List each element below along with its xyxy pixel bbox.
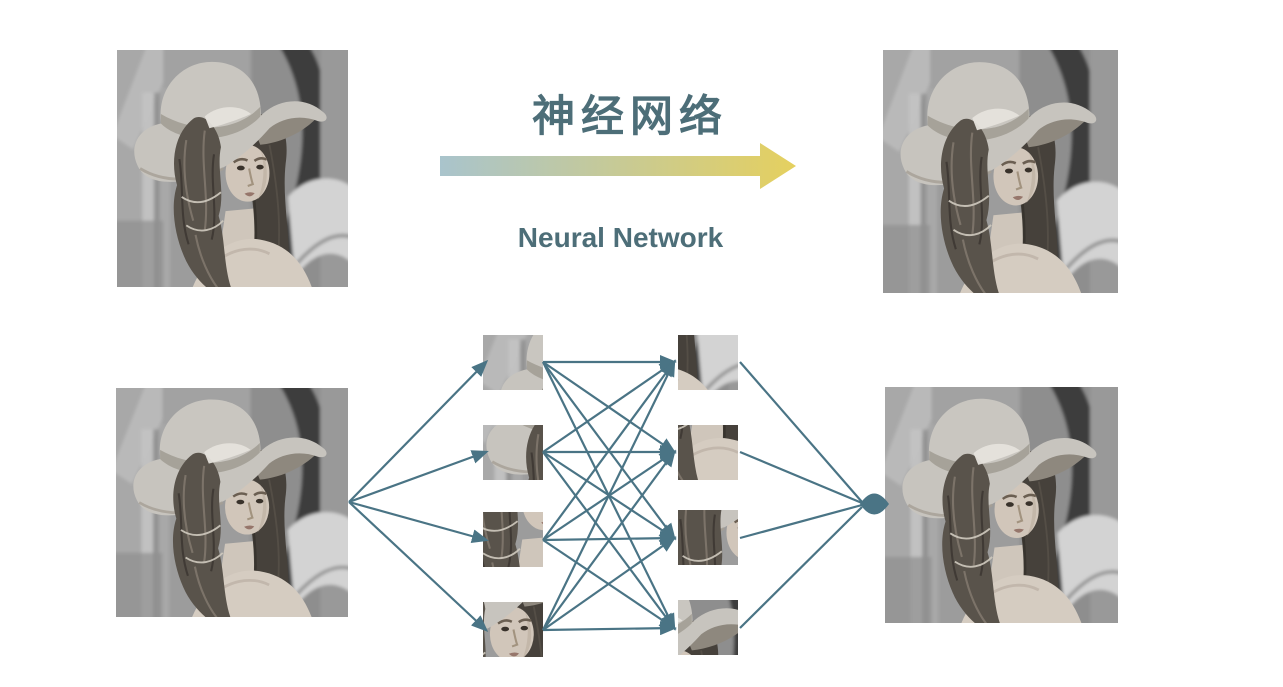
patch-left-1 <box>483 335 543 390</box>
lena-crop-image <box>483 335 543 390</box>
lena-crop-image <box>483 425 543 480</box>
patch-right-2 <box>678 425 738 480</box>
patch-left-2 <box>483 425 543 480</box>
lena-crop-image <box>483 512 543 567</box>
lena-crop-image <box>678 335 738 390</box>
fan-in-arrows <box>739 361 889 629</box>
patch-right-1 <box>678 335 738 390</box>
patch-left-3 <box>483 512 543 567</box>
gradient-flow-arrow-icon <box>440 143 796 189</box>
title-chinese: 神经网络 <box>532 93 728 141</box>
lena-portrait-image <box>116 388 348 617</box>
lena-portrait-image <box>117 50 348 287</box>
lena-crop-image <box>678 425 738 480</box>
patch-right-3 <box>678 510 738 565</box>
lena-crop-image <box>678 510 738 565</box>
lena-crop-image <box>678 600 738 655</box>
input-image-bottom-left <box>116 388 348 617</box>
lena-portrait-image <box>883 50 1118 293</box>
lena-crop-image <box>483 602 543 657</box>
output-image-top-right <box>883 50 1118 293</box>
input-image-top-left <box>117 50 348 287</box>
title-english: Neural Network <box>517 222 724 253</box>
lena-portrait-image <box>885 387 1118 623</box>
output-image-bottom-right <box>885 387 1118 623</box>
fully-connected-arrows <box>542 355 677 636</box>
fan-out-arrows <box>348 359 489 633</box>
patch-left-4 <box>483 602 543 657</box>
patch-right-4 <box>678 600 738 655</box>
